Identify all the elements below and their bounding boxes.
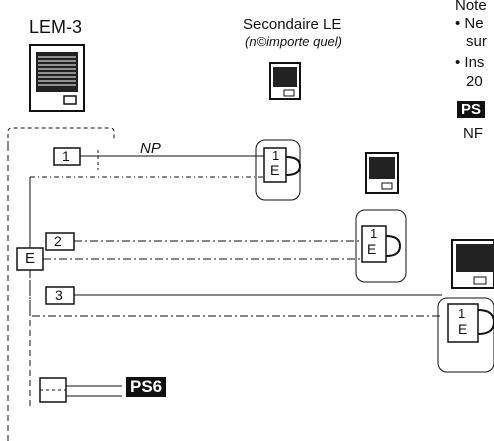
note-title: Note xyxy=(455,0,487,14)
secondary-station-right xyxy=(451,239,494,289)
note-bullet-1-line2: sur xyxy=(466,33,487,50)
handset-2 xyxy=(355,209,407,283)
ps6-badge: PS6 xyxy=(126,377,167,397)
handset-1-number: 1 xyxy=(272,148,280,163)
secondary-station-top xyxy=(269,62,301,100)
secondary-sublabel: (n©importe quel) xyxy=(245,34,343,49)
np-right-label: NF xyxy=(463,125,483,142)
lem3-enclosure xyxy=(7,127,115,145)
note-bullet-2-line2: 20 xyxy=(466,73,483,90)
note-bullet-1-line1: • Ne xyxy=(455,15,484,32)
line-2-number: 2 xyxy=(54,233,62,249)
line-3-number: 3 xyxy=(55,287,63,303)
handset-1-letter: E xyxy=(270,162,280,178)
np-label: NP xyxy=(140,140,161,157)
secondary-label: Secondaire LE xyxy=(243,16,342,33)
handset-2-number: 1 xyxy=(370,226,378,241)
junction-letter: E xyxy=(25,250,36,267)
line-1-number: 1 xyxy=(62,148,70,164)
ps6-connector xyxy=(39,377,122,403)
lem3-master-station xyxy=(29,44,85,112)
handset-3-letter: E xyxy=(458,321,468,337)
note-bullet-2-line1: • Ins xyxy=(455,54,485,71)
handset-2-letter: E xyxy=(367,241,377,257)
handset-1 xyxy=(255,139,302,201)
main-unit-label: LEM-3 xyxy=(29,17,83,37)
ps-badge-right: PS xyxy=(457,101,486,118)
handset-3-number: 1 xyxy=(458,306,466,321)
handset-3 xyxy=(437,297,494,373)
secondary-station-mid xyxy=(365,152,399,194)
